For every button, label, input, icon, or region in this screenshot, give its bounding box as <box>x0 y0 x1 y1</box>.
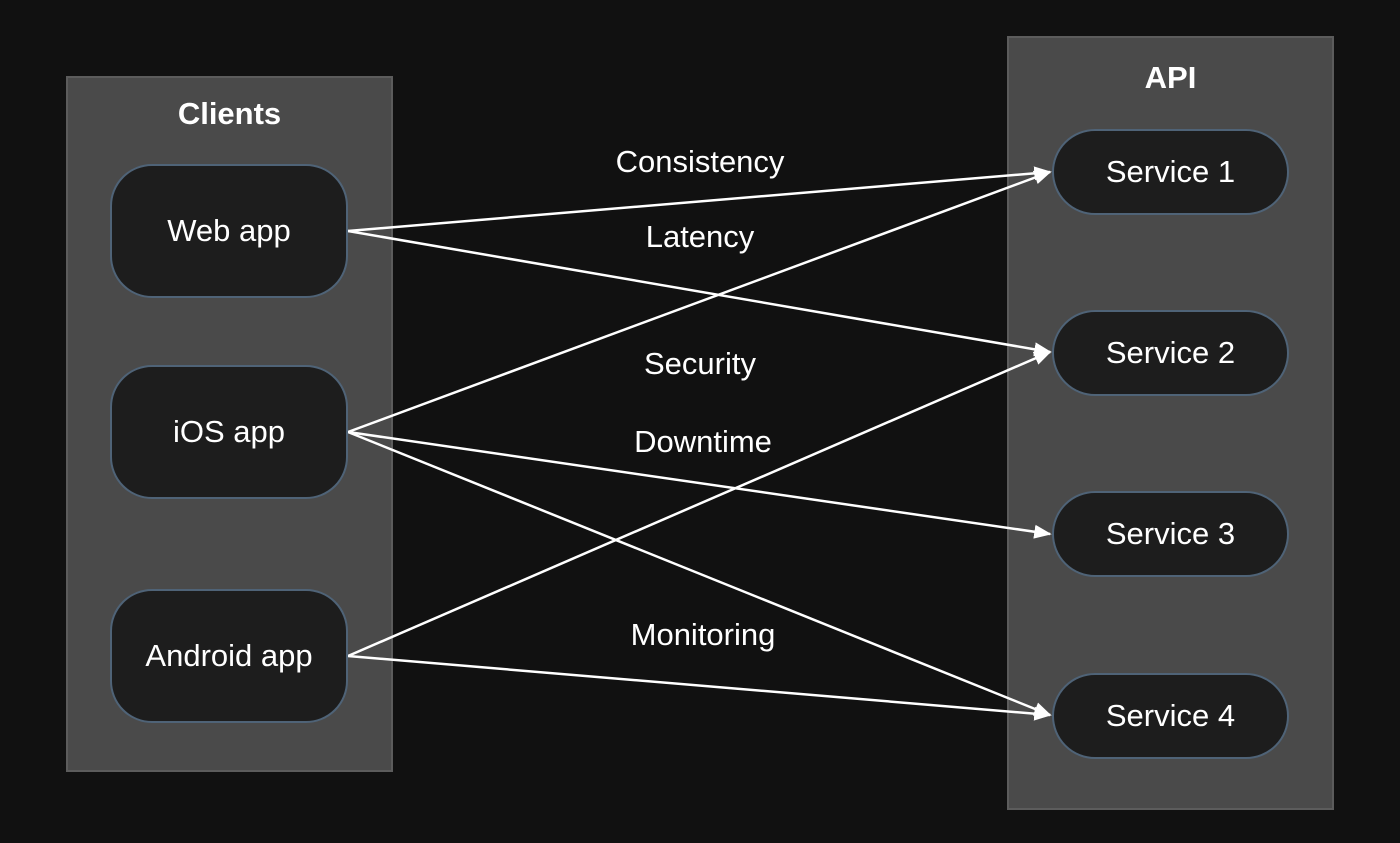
edge-ios-to-service-3 <box>347 430 1052 539</box>
edge-android-to-service-4 <box>347 654 1052 721</box>
edge-android-to-service-2 <box>347 350 1052 658</box>
edge-web-to-service-2 <box>347 229 1052 357</box>
clients-panel-title: Clients <box>177 96 282 131</box>
edge-label-security: Security <box>644 346 756 381</box>
client-node-ios-app: iOS app <box>110 365 348 499</box>
service-node-3: Service 3 <box>1052 491 1289 577</box>
client-node-web-app: Web app <box>110 164 348 298</box>
client-node-android-app: Android app <box>110 589 348 723</box>
edge-label-monitoring: Monitoring <box>630 617 776 652</box>
edge-web-to-service-1 <box>347 166 1052 233</box>
service-node-4: Service 4 <box>1052 673 1289 759</box>
api-panel-title: API <box>1144 60 1197 95</box>
edge-label-consistency: Consistency <box>615 144 785 179</box>
edge-ios-to-service-4 <box>347 430 1052 717</box>
edge-label-downtime: Downtime <box>634 424 772 459</box>
edge-ios-to-service-1 <box>347 170 1052 434</box>
edge-label-latency: Latency <box>645 219 755 254</box>
service-node-2: Service 2 <box>1052 310 1289 396</box>
service-node-1: Service 1 <box>1052 129 1289 215</box>
